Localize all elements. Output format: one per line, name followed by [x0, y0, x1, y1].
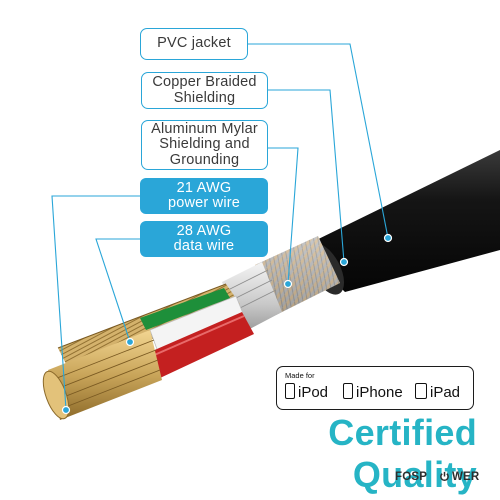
callout-power-wire-line-1: 21 AWG [176, 179, 232, 196]
brand-text-after: WER [452, 471, 480, 483]
callout-pvc-jacket: PVC jacket [140, 28, 248, 60]
power-icon [440, 471, 449, 481]
callout-data-wire-line-2: data wire [173, 238, 235, 254]
green-wire-shape [140, 288, 230, 330]
leader-power-wire [51, 195, 140, 411]
callout-aluminum-mylar: Aluminum Mylar Shielding and Grounding [141, 120, 268, 170]
callout-data-wire: 28 AWG data wire [140, 221, 268, 257]
leader-lines [51, 43, 393, 415]
callout-copper-braided: Copper Braided Shielding [141, 72, 268, 109]
callout-power-wire-line-2: power wire [167, 195, 241, 211]
leader-aluminum-mylar [268, 147, 299, 285]
device-iphone: iPhone [356, 384, 403, 401]
copper-braid-shape [255, 236, 340, 315]
iphone-device-icon [343, 383, 353, 399]
leader-pvc-jacket [248, 43, 389, 239]
ipad-device-icon [415, 383, 427, 399]
brand-text-before: FOSP [395, 471, 428, 483]
callout-aluminum-mylar-line-3: Grounding [169, 151, 240, 168]
callout-pvc-jacket-line-1: PVC jacket [157, 35, 231, 52]
callout-aluminum-mylar-line-1: Aluminum Mylar [151, 121, 258, 138]
callout-power-wire: 21 AWG power wire [140, 178, 268, 214]
ipod-device-icon [285, 383, 295, 399]
leader-data-wire [95, 238, 140, 343]
device-ipod: iPod [298, 384, 329, 401]
made-for-label: Made for [285, 371, 315, 380]
leader-copper-braid [268, 89, 345, 263]
made-for-badge: Made for iPod iPhone iPad [276, 366, 474, 410]
callout-copper-braided-line-1: Copper Braided [152, 74, 257, 91]
brand-logo: FOSP WER [395, 470, 479, 488]
red-wire-shape [150, 312, 254, 378]
callout-aluminum-mylar-line-2: Shielding and [159, 136, 250, 153]
certified-quality-headline: Certified Quality [328, 412, 477, 495]
callout-data-wire-line-1: 28 AWG [176, 222, 232, 239]
callout-copper-braided-line-2: Shielding [173, 89, 236, 106]
device-ipad: iPad [430, 384, 461, 401]
